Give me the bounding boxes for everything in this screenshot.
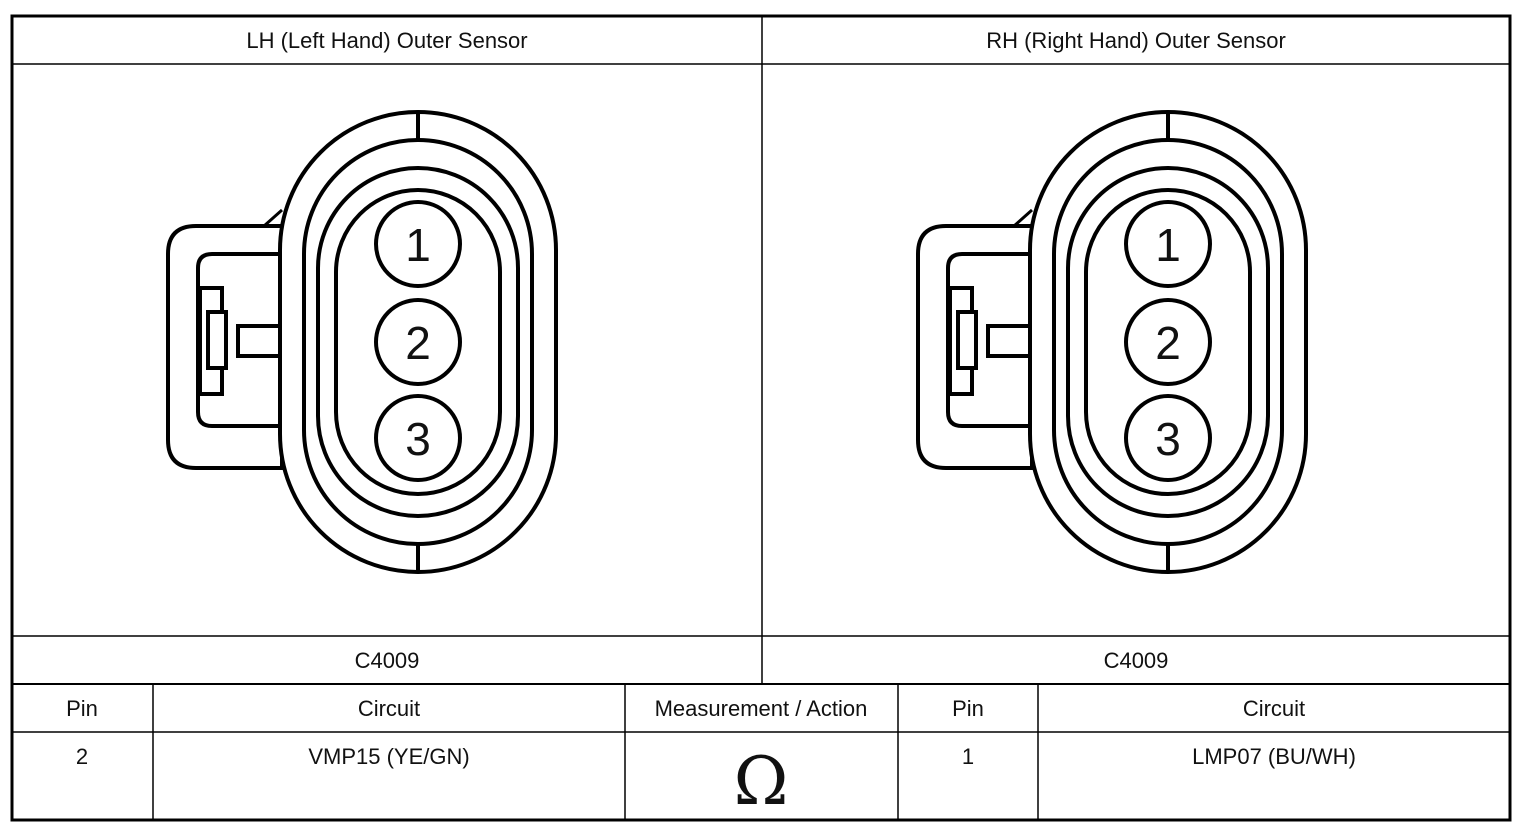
pin-1-circle	[1124, 200, 1212, 288]
pin-1-label: 1	[405, 219, 431, 271]
latch-tongue	[986, 324, 1032, 358]
table-header-circuit-b: Circuit	[1243, 696, 1305, 721]
latch-clip	[206, 310, 228, 370]
row-pin-a: 2	[76, 744, 88, 769]
latch-notch	[263, 208, 283, 228]
ohm-icon: Ω	[734, 743, 789, 820]
row-pin-b: 1	[962, 744, 974, 769]
latch-notch	[1013, 208, 1033, 228]
lh-panel-title: LH (Left Hand) Outer Sensor	[246, 28, 527, 53]
lh-connector-id: C4009	[355, 648, 420, 673]
table-header-pin-a: Pin	[66, 696, 98, 721]
rh-panel-title: RH (Right Hand) Outer Sensor	[986, 28, 1286, 53]
pin-2-circle	[374, 298, 462, 386]
pin-2-label: 2	[405, 317, 431, 369]
rh-connector-face: 1 2 3	[916, 110, 1308, 574]
pin-3-label: 3	[1155, 413, 1181, 465]
rh-connector-id: C4009	[1104, 648, 1169, 673]
lh-connector-face: 1 2 3	[166, 110, 558, 574]
pin-1-circle	[374, 200, 462, 288]
pin-3-circle	[1124, 394, 1212, 482]
row-circuit-b: LMP07 (BU/WH)	[1192, 744, 1356, 769]
outer-frame	[10, 14, 1512, 822]
table-header-circuit-a: Circuit	[358, 696, 420, 721]
table-header-measurement: Measurement / Action	[655, 696, 868, 721]
pin-2-label: 2	[1155, 317, 1181, 369]
row-circuit-a: VMP15 (YE/GN)	[308, 744, 469, 769]
latch-clip	[956, 310, 978, 370]
pin-3-circle	[374, 394, 462, 482]
latch-tongue	[236, 324, 282, 358]
pin-1-label: 1	[1155, 219, 1181, 271]
table-row: 2 VMP15 (YE/GN) Ω 1 LMP07 (BU/WH)	[76, 743, 1356, 820]
pin-3-label: 3	[405, 413, 431, 465]
pin-2-circle	[1124, 298, 1212, 386]
table-header-pin-b: Pin	[952, 696, 984, 721]
